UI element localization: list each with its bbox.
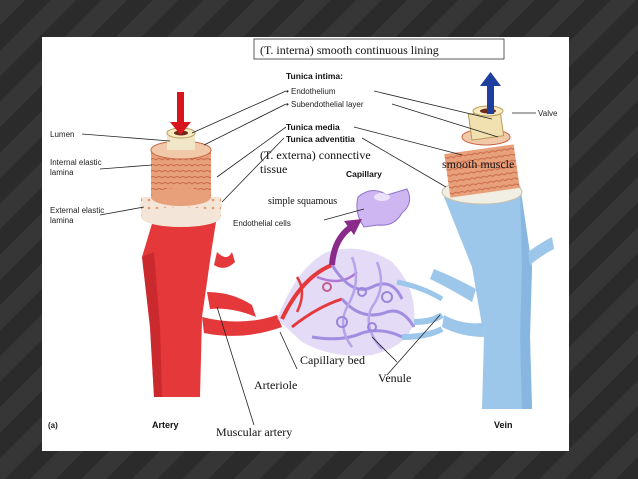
endothelium-label: • Endothelium <box>286 87 336 96</box>
endothelial-cells-label: Endothelial cells <box>233 219 291 228</box>
lumen-label: Lumen <box>50 130 74 139</box>
panel-label: (a) <box>48 421 58 430</box>
capillary-label: Capillary <box>346 169 382 179</box>
simple-squamous-annotation: simple squamous <box>268 196 337 207</box>
internal-elastic-label-line2: lamina <box>50 168 74 177</box>
capillary-bed-annotation: Capillary bed <box>300 353 365 367</box>
external-elastic-label-line2: lamina <box>50 216 74 225</box>
capillary-bed-illustration <box>277 249 442 356</box>
subendothelial-layer-label: • Subendothelial layer <box>286 100 364 109</box>
tunica-externa-annotation-line1: (T. externa) connective <box>260 148 371 162</box>
valve-label: Valve <box>538 109 558 118</box>
venule-annotation: Venule <box>378 371 411 385</box>
tunica-interna-annotation: (T. interna) smooth continuous lining <box>260 43 439 57</box>
tunica-externa-annotation-line2: tissue <box>260 162 287 176</box>
artery-label: Artery <box>152 420 179 430</box>
vein-label: Vein <box>494 420 513 430</box>
muscular-artery-annotation: Muscular artery <box>216 425 292 439</box>
tunica-intima-label: Tunica intima: <box>286 71 343 81</box>
blood-vessel-diagram: Tunica intima: • Endothelium • Subendoth… <box>42 37 569 451</box>
smooth-muscle-annotation: smooth muscle <box>442 157 514 171</box>
tunica-media-label: Tunica media <box>286 122 340 132</box>
tunica-adventitia-label: Tunica adventitia <box>286 134 355 144</box>
internal-elastic-label-line1: Internal elastic <box>50 158 102 167</box>
diagram-panel: Tunica intima: • Endothelium • Subendoth… <box>42 37 569 451</box>
external-elastic-label-line1: External elastic <box>50 206 104 215</box>
arteriole-annotation: Arteriole <box>254 378 297 392</box>
